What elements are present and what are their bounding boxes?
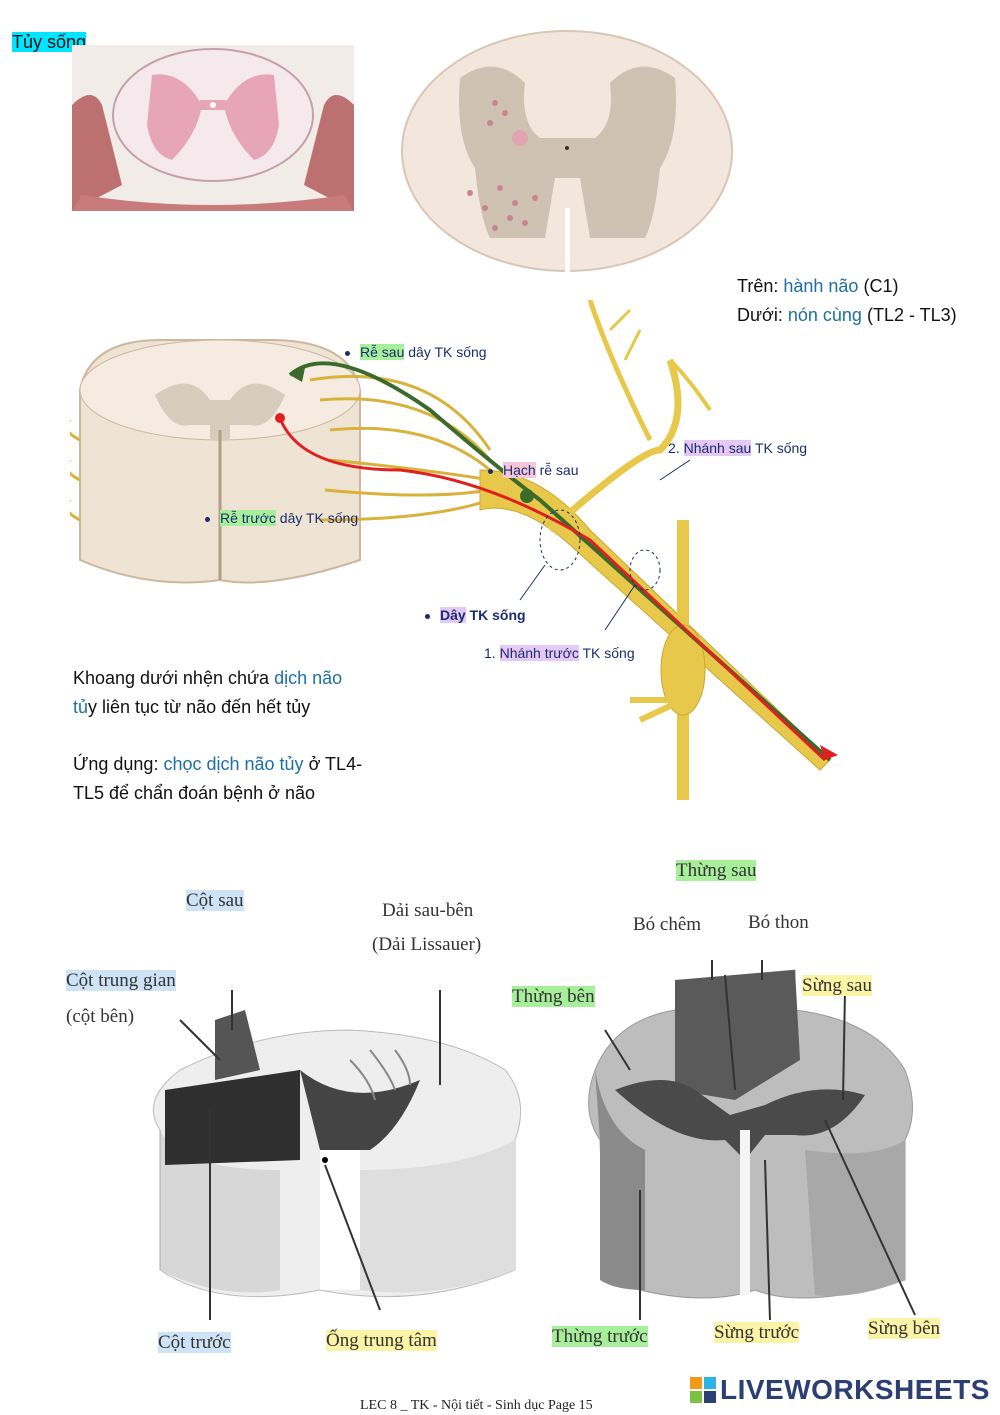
csf-note-rest: y liên tục từ não đến hết tủy bbox=[88, 697, 310, 717]
posterior-branch-highlight: Nhánh sau bbox=[684, 440, 752, 456]
posterior-column-text: Cột sau bbox=[186, 890, 244, 911]
label-dorsal-root: Rễ sau dây TK sống bbox=[345, 344, 487, 360]
ventral-root-rest: dây TK sống bbox=[280, 510, 358, 526]
label-anterior-branch: 1. Nhánh trước TK sống bbox=[484, 645, 635, 661]
anterior-branch-number: 1. bbox=[484, 645, 496, 661]
label-lissauer-2: (Dải Lissauer) bbox=[372, 934, 481, 956]
brand-logo[interactable]: LIVEWORKSHEETS bbox=[690, 1374, 990, 1406]
brand-name: LIVEWORKSHEETS bbox=[720, 1374, 990, 1406]
posterior-horn-text: Sừng sau bbox=[802, 975, 872, 996]
label-lateral-funiculus: Thừng bên bbox=[512, 986, 595, 1008]
bullet-icon bbox=[488, 469, 493, 474]
anterior-funiculus-text: Thừng trước bbox=[552, 1326, 648, 1347]
label-lissauer-1: Dải sau-bên bbox=[382, 900, 473, 922]
label-cuneate: Bó chêm bbox=[633, 914, 701, 936]
lower-limit-code: (TL2 - TL3) bbox=[867, 305, 957, 325]
application-term: chọc dịch não tủy bbox=[163, 754, 303, 774]
spinal-nerve-rest: TK sống bbox=[470, 607, 526, 623]
ganglion-highlight: Hạch bbox=[503, 462, 536, 478]
label-anterior-column: Cột trước bbox=[158, 1332, 231, 1354]
lateral-funiculus-text: Thừng bên bbox=[512, 986, 595, 1007]
label-intermediate-sub: (cột bên) bbox=[66, 1006, 134, 1028]
label-intermediate-column: Cột trung gian bbox=[66, 970, 176, 992]
csf-note-term-end: tủ bbox=[73, 697, 88, 717]
label-gracile: Bó thon bbox=[748, 912, 809, 934]
lateral-horn-text: Sừng bên bbox=[868, 1318, 940, 1339]
label-posterior-branch: 2. Nhánh sau TK sống bbox=[668, 440, 807, 456]
anterior-column-text: Cột trước bbox=[158, 1332, 231, 1353]
white-matter-funiculi-diagram bbox=[575, 960, 975, 1320]
anterior-branch-rest: TK sống bbox=[582, 645, 634, 661]
ganglion-rest: rễ sau bbox=[540, 462, 579, 478]
upper-limit-value: hành não bbox=[783, 276, 858, 296]
dorsal-root-highlight: Rễ sau bbox=[360, 344, 404, 360]
application-note: Ứng dụng: chọc dịch não tủy ở TL4- TL5 để… bbox=[73, 750, 423, 808]
posterior-branch-rest: TK sống bbox=[755, 440, 807, 456]
brand-grid-icon bbox=[690, 1377, 716, 1403]
label-central-canal: Ống trung tâm bbox=[326, 1330, 437, 1352]
label-anterior-funiculus: Thừng trước bbox=[552, 1326, 648, 1348]
bullet-icon bbox=[345, 351, 350, 356]
page-footer: LEC 8 _ TK - Nội tiết - Sinh dục Page 15 bbox=[360, 1398, 593, 1414]
upper-limit-label: Trên: bbox=[737, 276, 778, 296]
bullet-icon bbox=[205, 517, 210, 522]
label-posterior-horn: Sừng sau bbox=[802, 975, 872, 997]
csf-note-term: dịch não bbox=[274, 668, 342, 688]
gray-matter-columns-diagram bbox=[120, 990, 540, 1320]
label-lateral-horn: Sừng bên bbox=[868, 1318, 940, 1340]
csf-note-part: Khoang dưới nhện chứa bbox=[73, 668, 269, 688]
posterior-branch-number: 2. bbox=[668, 440, 680, 456]
label-anterior-horn: Sừng trước bbox=[714, 1322, 799, 1344]
cord-cross-section-illustration bbox=[400, 28, 735, 273]
histology-image bbox=[72, 45, 354, 211]
label-posterior-column: Cột sau bbox=[186, 890, 244, 912]
spinal-nerve-highlight: Dây bbox=[440, 607, 466, 623]
label-ganglion: Hạch rễ sau bbox=[488, 462, 579, 478]
label-ventral-root: Rễ trước dây TK sống bbox=[205, 510, 358, 526]
dorsal-root-rest: dây TK sống bbox=[408, 344, 486, 360]
label-spinal-nerve: Dây TK sống bbox=[425, 607, 526, 623]
application-level: ở TL4- bbox=[309, 754, 363, 774]
label-posterior-funiculus: Thừng sau bbox=[676, 860, 756, 882]
upper-limit-code: (C1) bbox=[863, 276, 898, 296]
central-canal-text: Ống trung tâm bbox=[326, 1330, 437, 1351]
ventral-root-highlight: Rễ trước bbox=[220, 510, 276, 526]
posterior-funiculus-text: Thừng sau bbox=[676, 860, 756, 881]
bullet-icon bbox=[425, 614, 430, 619]
application-rest: TL5 để chẩn đoán bệnh ở não bbox=[73, 783, 315, 803]
upper-limit: Trên: hành não (C1) bbox=[737, 272, 898, 301]
intermediate-column-text: Cột trung gian bbox=[66, 970, 176, 991]
anterior-horn-text: Sừng trước bbox=[714, 1322, 799, 1343]
application-label: Ứng dụng: bbox=[73, 754, 158, 774]
csf-note: Khoang dưới nhện chứa dịch não tủy liên t… bbox=[73, 664, 413, 722]
anterior-branch-highlight: Nhánh trước bbox=[500, 645, 579, 661]
